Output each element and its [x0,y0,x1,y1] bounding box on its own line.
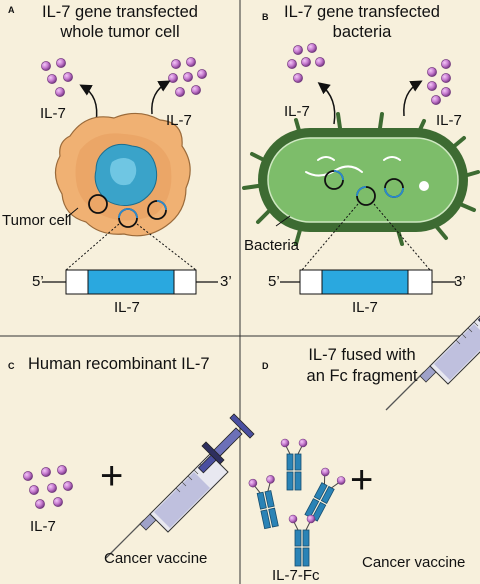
panel-a-il7-label-right: IL-7 [166,112,192,129]
panel-a-il7-particles-right [168,57,207,97]
panel-a-title-line1: IL-7 gene transfected [42,3,198,21]
panel-d-antibodies [247,438,348,567]
panel-a-il7-label-left: IL-7 [40,105,66,122]
panel-c-letter: C [8,361,15,371]
panel-c-il7-label: IL-7 [30,518,56,535]
panel-a-cell-label: Tumor cell [2,212,72,229]
panel-b-title-line1: IL-7 gene transfected [284,3,440,21]
panel-c-il7-particles [23,465,73,509]
panel-a-gene-construct [42,269,218,295]
panel-b-secretion-arrow-left [317,82,336,125]
panel-b-construct-5prime: 5’ [268,273,280,290]
panel-a-letter: A [8,5,15,15]
panel-a-construct-insert-label: IL-7 [114,299,140,316]
panel-c-plus: + [100,454,124,498]
bacteria-cytoplasm [267,137,459,223]
panel-a-title-line2: whole tumor cell [60,23,180,41]
panel-d-vaccine-label: Cancer vaccine [362,554,466,571]
panel-b-title-line2: bacteria [332,23,392,41]
panel-c-vaccine-label: Cancer vaccine [104,550,208,567]
tumor-nucleolus [110,158,137,186]
panel-d-letter: D [262,361,269,371]
panel-a-il7-particles-left [41,58,73,97]
panel-a-cell-label-pointer [65,207,79,219]
panel-a-construct-3prime: 3’ [220,273,232,290]
tumor-plasmids [88,194,167,228]
panel-b-letter: B [262,12,269,22]
bacteria-dna [305,156,429,191]
panel-c-title: Human recombinant IL-7 [28,355,210,373]
panel-b-construct-insert-label: IL-7 [352,299,378,316]
panel-d-fusion-label: IL-7-Fc [272,567,320,584]
panel-b-il7-particles-left [287,43,325,83]
panel-b-cell-label: Bacteria [244,237,300,254]
panel-b-cell-label-pointer [275,215,291,227]
panel-a-secretion-arrow-right [151,80,171,115]
panel-a-zoom-lines [65,223,197,271]
panel-a-construct-5prime: 5’ [32,273,44,290]
panel-b-il7-particles-right [427,59,451,105]
panel-d-title-line2: an Fc fragment [306,367,418,385]
panel-a-secretion-arrow-left [79,84,98,123]
panel-d-plus: + [350,458,374,502]
bacteria-plasmids [324,170,404,206]
panel-b-gene-construct [280,269,456,295]
panel-b-construct-3prime: 3’ [454,273,466,290]
panel-c-syringe [105,413,255,559]
panel-b-secretion-arrow-right [403,80,423,117]
panel-b-il7-label-left: IL-7 [284,103,310,120]
panel-d-title-line1: IL-7 fused with [308,346,416,364]
panel-b-zoom-lines [301,203,431,271]
panel-b-il7-label-right: IL-7 [436,112,462,129]
